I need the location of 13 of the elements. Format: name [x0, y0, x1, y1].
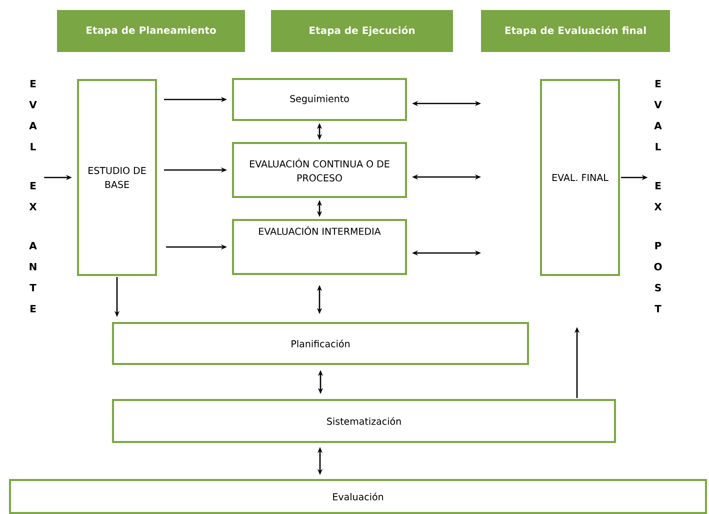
process-box: Evaluación	[9, 479, 707, 514]
process-box: Planificación	[112, 322, 529, 365]
process-box: ESTUDIO DE BASE	[77, 79, 157, 276]
process-box: EVALUACIÓN CONTINUA O DE PROCESO	[232, 142, 407, 198]
stage-header: Etapa de Planeamiento	[57, 10, 245, 52]
stage-header: Etapa de Ejecución	[271, 10, 453, 52]
process-box: Sistematización	[112, 399, 616, 443]
process-box: EVALUACIÓN INTERMEDIA	[232, 219, 407, 275]
vertical-label: EVAL EX POST	[654, 80, 662, 312]
process-box: Seguimiento	[232, 78, 407, 121]
vertical-label: EVAL EX ANTE	[29, 80, 37, 312]
process-box: EVAL. FINAL	[540, 79, 620, 276]
stage-header: Etapa de Evaluación final	[481, 10, 670, 52]
